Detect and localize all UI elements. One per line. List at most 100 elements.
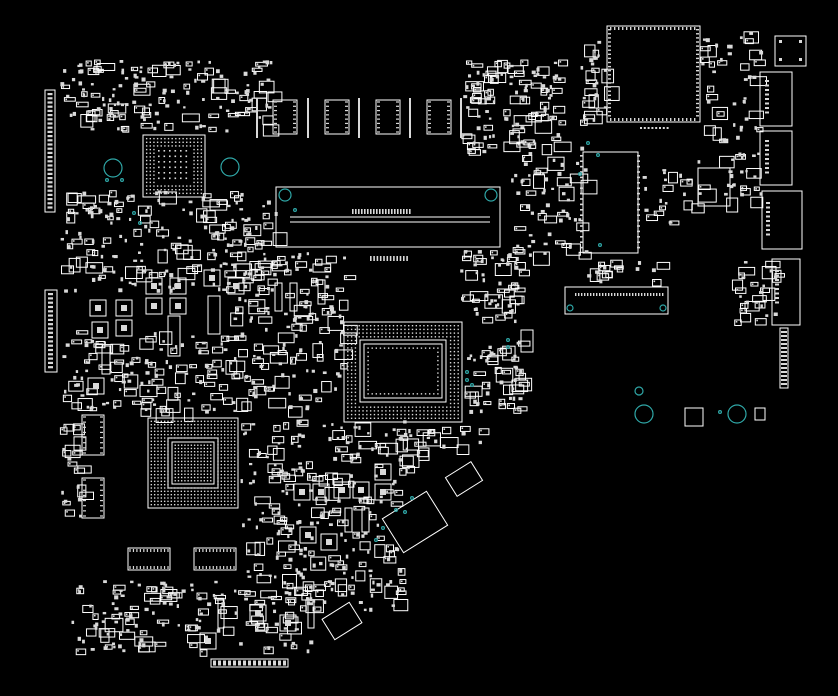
- pad: [747, 75, 752, 80]
- pad: [727, 44, 730, 49]
- bga-ball: [233, 467, 236, 469]
- bga-ball: [187, 450, 189, 453]
- pad: [305, 532, 311, 538]
- pad: [488, 90, 491, 92]
- pad: [603, 69, 608, 72]
- pad: [304, 300, 309, 305]
- pad: [187, 267, 190, 270]
- bga-ball: [150, 463, 153, 466]
- pad: [343, 256, 346, 260]
- pad: [542, 76, 547, 79]
- bga-ball: [178, 192, 181, 195]
- pad: [608, 86, 611, 88]
- smd-part: [285, 483, 294, 491]
- pad: [252, 479, 255, 484]
- pad: [161, 235, 165, 239]
- pad: [305, 407, 310, 411]
- smd-part: [716, 111, 725, 117]
- pad: [781, 371, 787, 373]
- bga-ball: [184, 476, 186, 479]
- bga-ball: [187, 467, 189, 469]
- pad: [396, 548, 400, 552]
- bga-ball: [193, 447, 196, 450]
- bga-ball: [350, 384, 353, 386]
- bga-ball: [220, 473, 223, 476]
- bga-ball: [358, 406, 360, 408]
- pad: [150, 361, 153, 366]
- bga-ball: [227, 420, 229, 423]
- bga-ball: [366, 328, 368, 331]
- pad: [248, 248, 251, 250]
- bga-ball: [347, 376, 349, 379]
- bga-ball: [442, 413, 444, 416]
- pad: [396, 131, 399, 133]
- pad: [215, 596, 217, 599]
- pad: [352, 481, 356, 485]
- pad: [696, 115, 699, 117]
- bga-ball: [385, 417, 387, 419]
- smd-part: [719, 155, 735, 169]
- pad: [258, 454, 260, 457]
- bga-ball: [457, 362, 459, 364]
- pad: [358, 209, 360, 214]
- smd-part: [217, 232, 225, 241]
- pad: [326, 474, 329, 476]
- bga-ball: [177, 433, 179, 436]
- bga-ball: [210, 427, 213, 429]
- smd-part: [337, 584, 348, 597]
- pad: [749, 31, 754, 35]
- pad: [313, 477, 316, 480]
- pad: [524, 140, 527, 143]
- pad: [90, 83, 94, 86]
- bga-ball: [145, 167, 148, 169]
- smd-part: [254, 243, 263, 250]
- pad: [226, 223, 229, 225]
- pad: [339, 561, 341, 564]
- pad: [473, 399, 477, 404]
- pad: [120, 103, 125, 107]
- pad: [247, 217, 251, 221]
- bga-ball: [442, 417, 444, 419]
- bga-ball: [350, 410, 353, 412]
- bga-ball: [178, 137, 181, 140]
- via-icon: [403, 510, 408, 515]
- bga-ball: [145, 148, 148, 151]
- pad: [124, 238, 127, 243]
- pad: [363, 531, 368, 535]
- bga-ball: [227, 440, 229, 443]
- bga-ball: [223, 430, 226, 433]
- bga-ball: [157, 487, 159, 489]
- pad: [617, 293, 619, 296]
- pad: [520, 126, 525, 129]
- smd-part: [268, 503, 281, 509]
- pad: [47, 143, 53, 146]
- smd-part: [109, 190, 117, 198]
- pad: [532, 140, 536, 144]
- pad: [626, 118, 628, 121]
- bga-ball: [434, 332, 437, 334]
- pad: [418, 451, 420, 454]
- smd-part: [525, 190, 537, 196]
- pad: [139, 70, 143, 74]
- pad: [297, 354, 300, 357]
- pad: [218, 287, 221, 292]
- pad: [647, 127, 650, 129]
- bga-ball: [371, 347, 373, 349]
- bga-ball: [438, 410, 440, 412]
- bga-ball: [220, 483, 223, 486]
- pad: [294, 628, 299, 631]
- bga-ball: [210, 493, 213, 496]
- pad: [166, 595, 170, 599]
- bga-ball: [200, 447, 202, 450]
- pad: [396, 101, 399, 103]
- pad: [326, 539, 332, 545]
- pad: [138, 642, 142, 646]
- pad: [731, 158, 735, 161]
- pad: [239, 642, 243, 646]
- pad: [164, 583, 168, 588]
- pad: [47, 130, 53, 133]
- pad: [293, 105, 296, 107]
- pad: [392, 428, 396, 432]
- pad: [765, 89, 769, 91]
- pad: [384, 557, 387, 560]
